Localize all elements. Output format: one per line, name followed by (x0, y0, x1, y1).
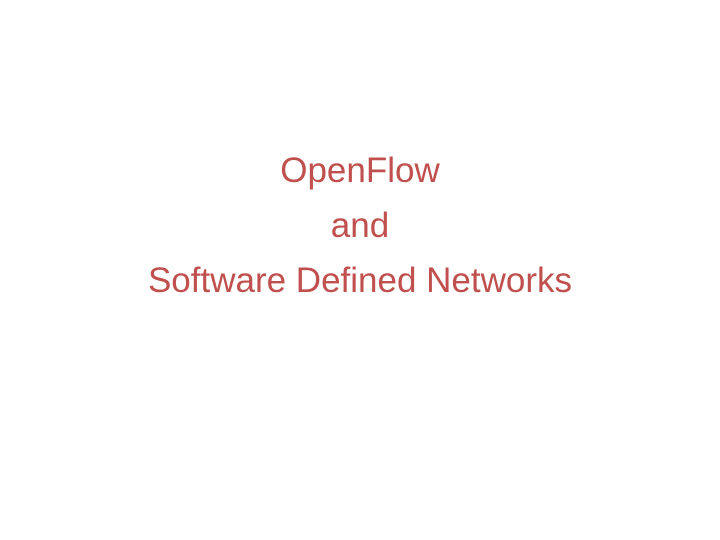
title-line-openflow: OpenFlow (280, 151, 440, 190)
title-line-sdn: Software Defined Networks (147, 261, 573, 300)
title-line-and: and (330, 206, 390, 245)
slide-title: OpenFlow and Software Defined Networks (0, 143, 720, 308)
